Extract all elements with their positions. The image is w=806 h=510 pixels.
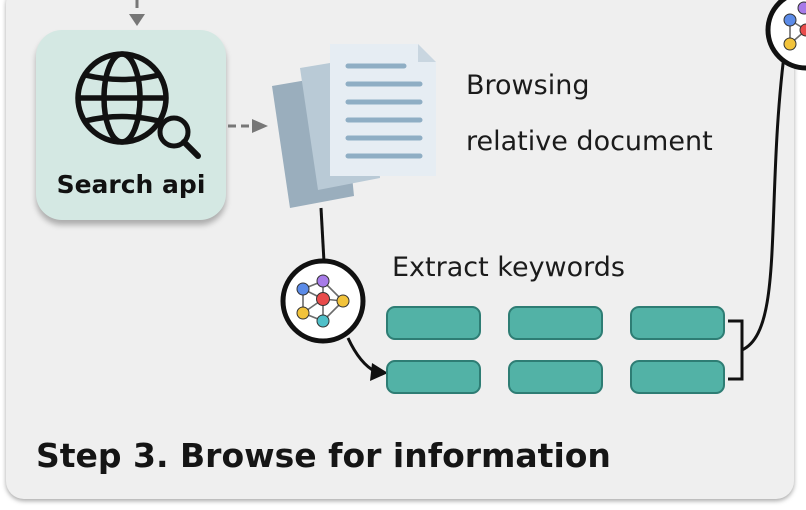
- keyword-block: [508, 306, 603, 340]
- incoming-arrow: [129, 0, 145, 26]
- document-to-network-line: [319, 207, 326, 263]
- extract-keywords-label: Extract keywords: [392, 252, 625, 283]
- browsing-label: Browsing: [466, 70, 590, 101]
- keyword-block: [386, 360, 481, 394]
- search-api-label: Search api: [56, 170, 206, 199]
- search-to-document-arrow: [228, 119, 268, 133]
- keyword-block: [630, 360, 725, 394]
- globe-search-icon: [75, 51, 201, 159]
- network-to-keywords-arrow: [346, 337, 388, 381]
- search-api-box: Search api: [36, 30, 226, 220]
- keywords-to-next-connector: [728, 39, 788, 381]
- neural-network-icon: [280, 258, 366, 344]
- keyword-block: [630, 306, 725, 340]
- step-title: Step 3. Browse for information: [36, 436, 611, 475]
- document-stack-icon: [272, 44, 436, 208]
- keyword-block: [386, 306, 481, 340]
- keyword-block: [508, 360, 603, 394]
- relative-document-label: relative document: [466, 126, 713, 157]
- neural-network-icon-next: [765, 0, 806, 71]
